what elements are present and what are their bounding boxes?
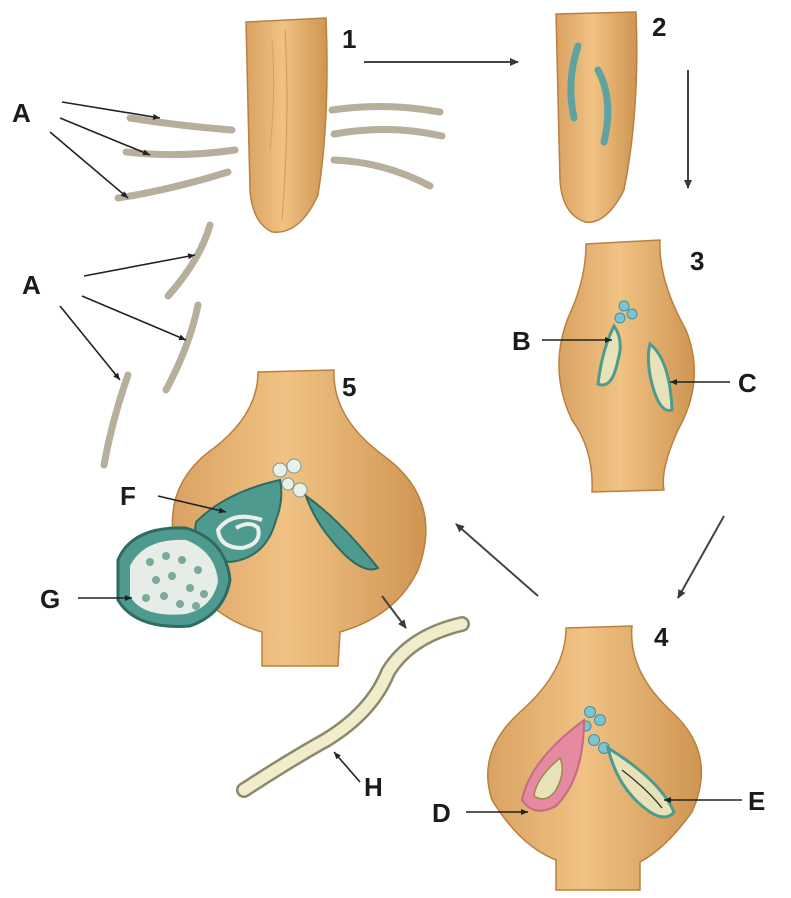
a-mid-leaders (60, 255, 195, 380)
arrow-4-to-5 (456, 524, 538, 596)
label-a-mid: A (22, 270, 41, 300)
label-e: E (748, 786, 765, 816)
stage-number-1: 1 (342, 24, 356, 54)
a-top-leaders (50, 102, 160, 198)
label-d: D (432, 798, 451, 828)
stage1-root (246, 18, 327, 232)
stage3-root (559, 240, 694, 492)
stage-number-2: 2 (652, 12, 666, 42)
label-f: F (120, 481, 136, 511)
stage-number-4: 4 (654, 622, 669, 652)
juveniles-left (118, 118, 235, 198)
label-b: B (512, 326, 531, 356)
label-h: H (364, 772, 383, 802)
stage-number-5: 5 (342, 372, 356, 402)
stage5-root (172, 370, 426, 666)
leader-h (334, 752, 360, 782)
arrow-3-to-4 (678, 516, 724, 598)
stage4-root (488, 626, 702, 890)
cyst-g (118, 528, 230, 627)
label-g: G (40, 584, 60, 614)
stage2-root (556, 12, 637, 222)
juveniles-right (332, 106, 442, 186)
label-c: C (738, 368, 757, 398)
label-a-top: A (12, 98, 31, 128)
free-juveniles (104, 225, 210, 465)
stage-number-3: 3 (690, 246, 704, 276)
